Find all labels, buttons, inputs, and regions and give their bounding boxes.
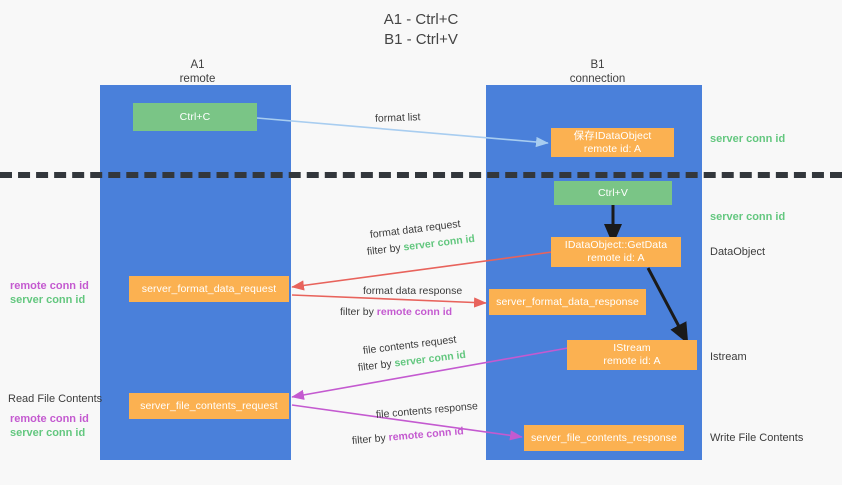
edge-label-format-data-response-filter: filter by remote conn id: [340, 305, 452, 319]
annotation-write-file-contents: Write File Contents: [710, 432, 804, 444]
filter-prefix-2: filter by: [340, 306, 377, 318]
node-istream-line1: IStream: [613, 342, 651, 354]
node-server-format-data-request[interactable]: server_format_data_request: [129, 276, 289, 302]
annotation-remote-conn-id-1: remote conn id: [10, 280, 89, 292]
filter-prefix-3: filter by: [357, 357, 396, 374]
node-ctrl-c-label: Ctrl+C: [179, 110, 211, 123]
node-istream[interactable]: IStream remote id: A: [567, 340, 697, 370]
node-server-format-data-request-label: server_format_data_request: [141, 282, 277, 295]
filter-prefix-4: filter by: [351, 431, 390, 447]
diagram-title: A1 - Ctrl+C B1 - Ctrl+V: [383, 11, 459, 48]
node-server-file-contents-request[interactable]: server_file_contents_request: [129, 393, 289, 419]
annotation-server-conn-id-1: server conn id: [10, 294, 86, 306]
column-header-b1: B1 connection: [569, 59, 626, 85]
node-idataobject-getdata-line1: IDataObject::GetData: [564, 239, 668, 251]
node-ctrl-c[interactable]: Ctrl+C: [133, 103, 257, 131]
annotation-server-conn-id-top: server conn id: [710, 133, 786, 145]
node-idataobject-getdata-line2: remote id: A: [587, 252, 645, 264]
edge-label-format-data-response: format data response: [363, 285, 463, 297]
edge-label-file-contents-response-filter: filter by remote conn id: [351, 424, 464, 448]
edge-label-file-contents-response: file contents response: [375, 400, 479, 421]
node-save-idataobject-line1: 保存IDataObject: [573, 129, 652, 142]
annotation-dataobject: DataObject: [710, 246, 766, 258]
column-header-a1: A1 remote: [179, 59, 216, 85]
annotation-remote-conn-id-2: remote conn id: [10, 413, 89, 425]
filter-prefix-1: filter by: [366, 241, 405, 258]
edge-label-format-list: format list: [374, 111, 421, 125]
annotation-server-conn-id-mid: server conn id: [710, 211, 786, 223]
annotation-istream: Istream: [710, 351, 747, 363]
phase-separator-dashed-line: [0, 172, 842, 178]
node-save-idataobject[interactable]: 保存IDataObject remote id: A: [551, 128, 674, 157]
node-server-file-contents-request-label: server_file_contents_request: [140, 399, 278, 412]
node-server-format-data-response[interactable]: server_format_data_response: [489, 289, 646, 315]
node-ctrl-v[interactable]: Ctrl+V: [554, 181, 672, 205]
annotation-read-file-contents: Read File Contents: [8, 393, 103, 405]
node-save-idataobject-line2: remote id: A: [583, 142, 642, 155]
annotation-server-conn-id-2: server conn id: [10, 427, 86, 439]
node-server-format-data-response-label: server_format_data_response: [496, 295, 639, 308]
filter-value-remote-conn-1: remote conn id: [376, 306, 453, 318]
node-server-file-contents-response[interactable]: server_file_contents_response: [524, 425, 684, 451]
filter-value-remote-conn-2: remote conn id: [388, 425, 465, 444]
node-istream-line2: remote id: A: [603, 355, 661, 367]
node-server-file-contents-response-label: server_file_contents_response: [531, 431, 677, 444]
node-ctrl-v-label: Ctrl+V: [597, 186, 629, 199]
node-idataobject-getdata[interactable]: IDataObject::GetData remote id: A: [551, 237, 681, 267]
